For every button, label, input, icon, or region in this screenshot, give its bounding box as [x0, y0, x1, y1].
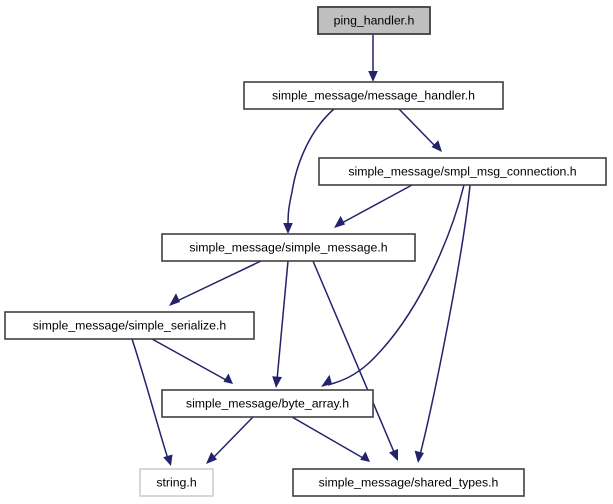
- edge-simple_message-to-byte_array: [272, 260, 289, 388]
- node-label: ping_handler.h: [334, 13, 415, 27]
- edge-simple_serialize-to-byte_array: [151, 338, 233, 384]
- node-label: simple_message/simple_message.h: [189, 240, 387, 254]
- node-box[interactable]: [161, 233, 416, 262]
- arrowhead-icon: [283, 223, 293, 234]
- node-box[interactable]: [317, 6, 431, 35]
- node-box[interactable]: [139, 468, 214, 497]
- edges-layer: [131, 34, 471, 466]
- edge-line: [276, 260, 289, 381]
- node-label: simple_message/message_handler.h: [272, 88, 475, 102]
- edge-smpl_msg_connection-to-simple_message: [334, 184, 413, 228]
- node-box[interactable]: [243, 81, 504, 110]
- edge-byte_array-to-string_h: [206, 416, 254, 464]
- edge-ping_handler-to-message_handler: [368, 34, 378, 82]
- edge-line: [151, 338, 227, 381]
- edge-line: [211, 416, 254, 460]
- arrowhead-icon: [321, 374, 332, 387]
- edge-line: [312, 260, 395, 453]
- arrowhead-icon: [163, 454, 173, 466]
- node-label: simple_message/shared_types.h: [319, 475, 499, 489]
- arrowhead-icon: [169, 293, 180, 306]
- edge-message_handler-to-simple_message: [283, 108, 335, 234]
- arrowhead-icon: [272, 376, 282, 388]
- node-box[interactable]: [318, 157, 607, 186]
- arrowhead-icon: [414, 450, 424, 463]
- edge-line: [327, 184, 465, 386]
- node-ping_handler[interactable]: ping_handler.h: [317, 6, 431, 35]
- arrowhead-icon: [223, 373, 233, 384]
- arrowhead-icon: [431, 140, 442, 152]
- edge-smpl_msg_connection-to-shared_types: [414, 184, 471, 463]
- edge-line: [419, 184, 471, 456]
- arrowhead-icon: [368, 71, 378, 82]
- edge-line: [174, 260, 262, 303]
- node-simple_message[interactable]: simple_message/simple_message.h: [161, 233, 416, 262]
- arrowhead-icon: [334, 215, 345, 228]
- edge-line: [287, 108, 335, 229]
- node-byte_array[interactable]: simple_message/byte_array.h: [161, 389, 374, 418]
- node-label: simple_message/smpl_msg_connection.h: [348, 164, 576, 178]
- edge-line: [339, 184, 413, 225]
- edge-simple_message-to-shared_types: [312, 260, 398, 461]
- node-label: string.h: [156, 475, 196, 489]
- node-box[interactable]: [292, 468, 525, 497]
- edge-line: [131, 338, 169, 460]
- node-label: simple_message/simple_serialize.h: [33, 318, 227, 332]
- node-message_handler[interactable]: simple_message/message_handler.h: [243, 81, 504, 110]
- node-shared_types[interactable]: simple_message/shared_types.h: [292, 468, 525, 497]
- edge-byte_array-to-shared_types: [291, 416, 370, 462]
- node-smpl_msg_connection[interactable]: simple_message/smpl_msg_connection.h: [318, 157, 607, 186]
- arrowhead-icon: [389, 449, 398, 461]
- node-string_h[interactable]: string.h: [139, 468, 214, 497]
- arrowhead-icon: [360, 451, 370, 462]
- node-label: simple_message/byte_array.h: [186, 396, 349, 410]
- edge-simple_serialize-to-string_h: [131, 338, 173, 466]
- node-box[interactable]: [161, 389, 374, 418]
- edge-simple_message-to-simple_serialize: [169, 260, 262, 306]
- arrowhead-icon: [206, 452, 217, 464]
- edge-line: [398, 108, 438, 149]
- node-box[interactable]: [4, 311, 255, 340]
- edge-line: [291, 416, 364, 459]
- node-simple_serialize[interactable]: simple_message/simple_serialize.h: [4, 311, 255, 340]
- edge-message_handler-to-smpl_msg_connection: [398, 108, 442, 152]
- nodes-layer: ping_handler.h simple_message/message_han…: [4, 6, 607, 497]
- edge-smpl_msg_connection-to-byte_array: [321, 184, 465, 387]
